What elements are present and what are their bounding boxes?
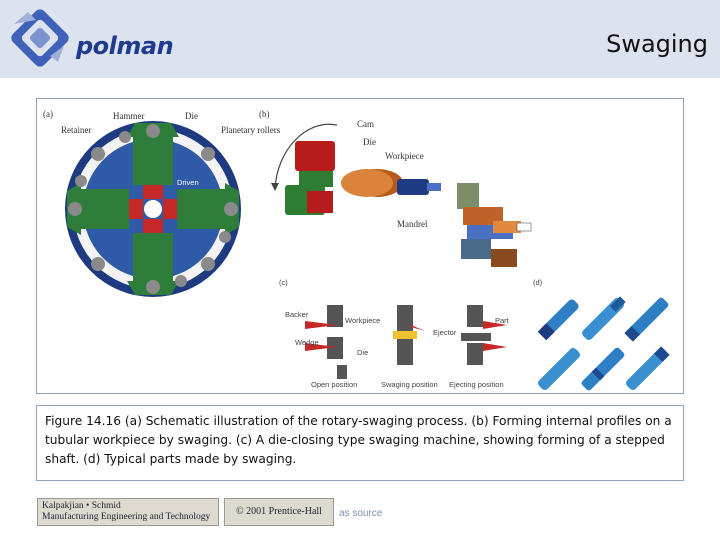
label-backer: Backer: [285, 310, 309, 319]
label-driven: Driven: [177, 178, 199, 187]
panel-label-d: (d): [533, 278, 543, 287]
die-closing-diagram: [305, 305, 507, 379]
book-authors: Kalpakjian • Schmid: [42, 501, 121, 511]
book-credit: Kalpakjian • Schmid Manufacturing Engine…: [37, 498, 219, 526]
panel-label-c: (c): [279, 278, 288, 287]
book-title: Manufacturing Engineering and Technology: [42, 512, 211, 522]
label-mandrel: Mandrel: [397, 219, 428, 229]
rotary-swaging-diagram: [65, 121, 241, 297]
label-part: Part: [495, 316, 510, 325]
figure-caption: Figure 14.16 (a) Schematic illustration …: [45, 414, 672, 466]
polman-logo-mark-icon: [11, 9, 69, 67]
label-workpiece-c: Workpiece: [345, 316, 380, 325]
swaging-figure: (a): [43, 109, 670, 391]
figure-caption-box: Figure 14.16 (a) Schematic illustration …: [36, 405, 684, 481]
label-open-position: Open position: [311, 380, 357, 389]
panel-label-b: (b): [259, 109, 270, 119]
label-ejecting-position: Ejecting position: [449, 380, 504, 389]
label-wedge: Wedge: [295, 338, 319, 347]
label-retainer: Retainer: [61, 125, 92, 135]
slide-header: polman Swaging: [0, 0, 720, 78]
label-workpiece-b: Workpiece: [385, 151, 424, 161]
label-swaging-position: Swaging position: [381, 380, 438, 389]
copyright-notice: © 2001 Prentice-Hall: [224, 498, 334, 526]
label-hammer: Hammer: [113, 111, 145, 121]
source-text: as source: [339, 508, 383, 519]
logo-text: polman: [76, 32, 174, 60]
swaged-parts-diagram: [537, 296, 670, 391]
label-die-b: Die: [363, 137, 376, 147]
label-die-a: Die: [185, 111, 198, 121]
label-ejector: Ejector: [433, 328, 457, 337]
figure-frame: (a): [36, 98, 684, 394]
label-cam: Cam: [357, 119, 374, 129]
internal-swaging-diagram: [271, 123, 532, 267]
label-planetary: Planetary rollers: [221, 125, 281, 135]
slide-title: Swaging: [606, 30, 708, 58]
polman-logo: polman: [6, 6, 176, 68]
panel-label-a: (a): [43, 109, 53, 119]
label-die-c: Die: [357, 348, 368, 357]
